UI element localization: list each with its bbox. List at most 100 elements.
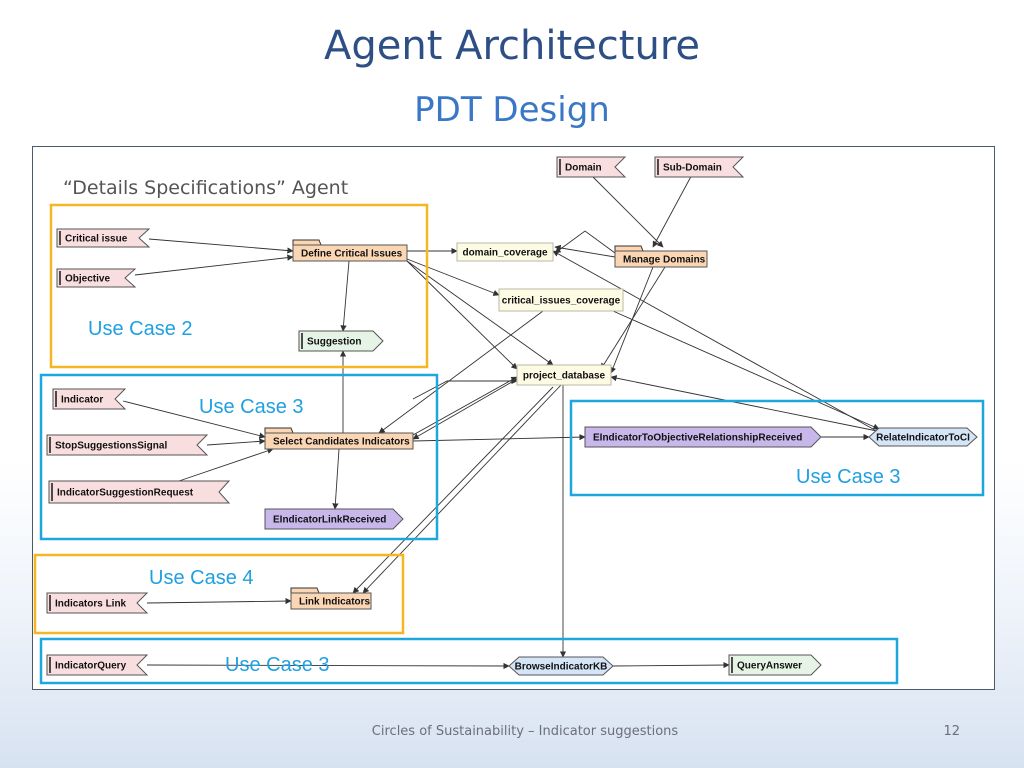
diagram-edges bbox=[122, 168, 880, 670]
define-critical-issues-tab bbox=[292, 239, 322, 246]
use-case-label-uc3c: Use Case 3 bbox=[225, 654, 330, 676]
select-candidates-indicators-tab bbox=[264, 427, 294, 434]
link-indicators-node[interactable]: Link Indicators bbox=[290, 587, 372, 610]
stop-suggestions-signal-node[interactable]: StopSuggestionsSignal bbox=[46, 434, 209, 456]
critical-issues-coverage-node[interactable]: critical_issues_coverage bbox=[498, 288, 624, 312]
footer-text: Circles of Sustainability – Indicator su… bbox=[371, 724, 679, 739]
edge-22 bbox=[412, 376, 518, 436]
indicators-link-shape bbox=[46, 592, 149, 614]
link-indicators-label: Link Indicators bbox=[299, 597, 371, 608]
agent-label: “Details Specifications” Agent bbox=[63, 177, 348, 199]
edge-21 bbox=[610, 375, 878, 432]
edge-29 bbox=[362, 384, 562, 594]
indicator-node[interactable]: Indicator bbox=[52, 388, 127, 410]
edge-12 bbox=[612, 310, 880, 430]
indicator-suggestion-request-node[interactable]: IndicatorSuggestionRequest bbox=[48, 480, 231, 504]
critical-issues-coverage-label: critical_issues_coverage bbox=[502, 296, 621, 307]
stop-suggestions-signal-shape bbox=[46, 434, 209, 456]
eindicator-to-objective-label: EIndicatorToObjectiveRelationshipReceive… bbox=[593, 433, 802, 444]
relate-indicator-to-ci-node[interactable]: RelateIndicatorToCI bbox=[868, 427, 978, 447]
eindicator-link-received-node[interactable]: EIndicatorLinkReceived bbox=[264, 508, 404, 530]
indicator-query-label: IndicatorQuery bbox=[55, 661, 127, 672]
edge-14 bbox=[122, 400, 266, 439]
edge-0 bbox=[148, 238, 294, 254]
edge-26 bbox=[600, 266, 666, 370]
project-database-node[interactable]: project_database bbox=[516, 364, 612, 386]
eindicator-to-objective-shape bbox=[584, 426, 822, 448]
suggestion-node[interactable]: Suggestion bbox=[298, 330, 384, 352]
query-answer-node[interactable]: QueryAnswer bbox=[728, 654, 822, 676]
indicator-query-node[interactable]: IndicatorQuery bbox=[46, 654, 149, 676]
query-answer-label: QueryAnswer bbox=[737, 661, 802, 672]
use-case-label-uc2: Use Case 2 bbox=[88, 318, 193, 340]
edge-24 bbox=[412, 377, 518, 400]
domain-node[interactable]: Domain bbox=[556, 156, 627, 178]
use-case-box-uc2 bbox=[49, 203, 429, 369]
stop-suggestions-signal-label: StopSuggestionsSignal bbox=[55, 441, 167, 452]
define-critical-issues-label: Define Critical Issues bbox=[301, 249, 403, 260]
slide-title: Agent Architecture bbox=[324, 23, 700, 69]
manage-domains-shape bbox=[614, 250, 708, 268]
browse-indicator-kb-shape bbox=[508, 656, 614, 676]
architecture-diagram: Use Case 2 Use Case 3 Use Case 3 Use Case 4… bbox=[33, 156, 985, 685]
objective-node[interactable]: Objective bbox=[56, 268, 137, 288]
select-candidates-indicators-node[interactable]: Select Candidates Indicators bbox=[264, 427, 414, 450]
critical-issue-shape bbox=[56, 228, 151, 248]
edge-23 bbox=[412, 378, 518, 440]
browse-indicator-kb-node[interactable]: BrowseIndicatorKB bbox=[508, 656, 614, 676]
edge-8 bbox=[340, 260, 350, 332]
edge-13 bbox=[552, 250, 874, 430]
edge-9 bbox=[406, 260, 518, 370]
browse-indicator-kb-label: BrowseIndicatorKB bbox=[515, 662, 608, 673]
edge-6 bbox=[554, 230, 616, 254]
indicators-link-label: Indicators Link bbox=[55, 599, 127, 610]
domain-coverage-shape bbox=[456, 242, 554, 262]
edge-4 bbox=[652, 168, 696, 248]
edge-19 bbox=[412, 433, 586, 442]
sub-domain-node[interactable]: Sub-Domain bbox=[654, 156, 745, 178]
domain-label: Domain bbox=[565, 163, 602, 174]
edge-16 bbox=[178, 447, 274, 482]
indicators-link-node[interactable]: Indicators Link bbox=[46, 592, 149, 614]
critical-issue-label: Critical issue bbox=[65, 234, 128, 245]
use-case-box-uc3b bbox=[569, 399, 985, 497]
use-case-label-uc4: Use Case 4 bbox=[149, 567, 254, 589]
indicator-label: Indicator bbox=[61, 395, 103, 406]
indicator-shape bbox=[52, 388, 127, 410]
critical-issues-coverage-shape bbox=[498, 288, 624, 312]
edge-27 bbox=[146, 597, 292, 605]
indicator-suggestion-request-label: IndicatorSuggestionRequest bbox=[57, 488, 194, 499]
edge-31 bbox=[146, 662, 510, 670]
indicator-suggestion-request-shape bbox=[48, 480, 231, 504]
select-candidates-indicators-shape bbox=[264, 432, 414, 450]
use-case-label-uc3b: Use Case 3 bbox=[796, 466, 901, 488]
define-critical-issues-shape bbox=[292, 244, 408, 262]
objective-shape bbox=[56, 268, 137, 288]
critical-issue-node[interactable]: Critical issue bbox=[56, 228, 151, 248]
sub-domain-shape bbox=[654, 156, 745, 178]
use-case-boxes: Use Case 2 Use Case 3 Use Case 3 Use Case 4… bbox=[33, 203, 985, 685]
use-case-box-uc3a bbox=[39, 373, 439, 541]
link-indicators-tab bbox=[290, 587, 320, 594]
edge-32 bbox=[612, 661, 730, 669]
indicator-query-shape bbox=[46, 654, 149, 676]
edge-15 bbox=[206, 438, 266, 446]
eindicator-to-objective-node[interactable]: EIndicatorToObjectiveRelationshipReceive… bbox=[584, 426, 822, 448]
use-case-box-uc3c bbox=[39, 637, 899, 685]
objective-label: Objective bbox=[65, 274, 110, 285]
project-database-shape bbox=[516, 364, 612, 386]
edge-11 bbox=[378, 310, 544, 434]
domain-coverage-label: domain_coverage bbox=[462, 248, 547, 259]
edge-7 bbox=[406, 258, 500, 296]
slide-subtitle: PDT Design bbox=[414, 90, 610, 130]
link-indicators-shape bbox=[290, 592, 372, 610]
domain-coverage-node[interactable]: domain_coverage bbox=[456, 242, 554, 262]
define-critical-issues-node[interactable]: Define Critical Issues bbox=[292, 239, 408, 262]
edge-3 bbox=[586, 170, 664, 248]
eindicator-link-received-label: EIndicatorLinkReceived bbox=[273, 515, 386, 526]
manage-domains-node[interactable]: Manage Domains bbox=[614, 245, 708, 268]
suggestion-label: Suggestion bbox=[307, 337, 361, 348]
suggestion-shape bbox=[298, 330, 384, 352]
manage-domains-tab bbox=[614, 245, 644, 252]
